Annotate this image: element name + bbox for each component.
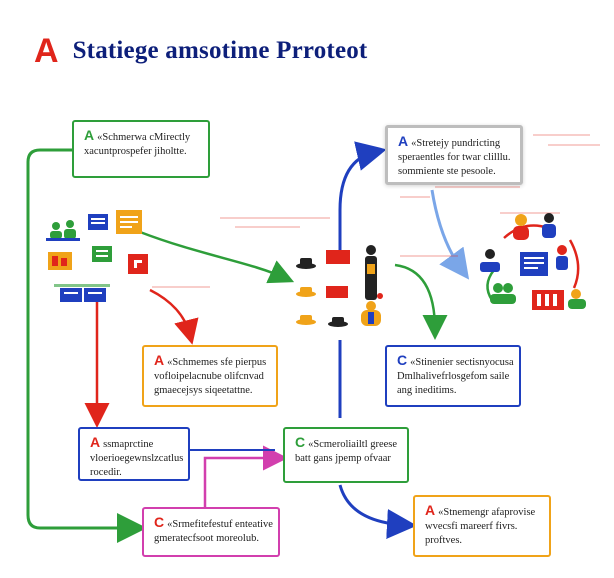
- box-heading: «Schmerwa cMirectly: [97, 132, 191, 143]
- box-heading: «Schmemes sfe pierpus: [167, 357, 267, 368]
- box-letter: A: [84, 127, 95, 143]
- box-scheroliail: C«Scmeroliailtl greese batt gans jpemp o…: [283, 427, 409, 483]
- box-letter: C: [154, 514, 165, 530]
- box-heading: «Scmeroliailtl greese: [308, 439, 398, 450]
- box-line: wvecsfi mareerf fivrs.: [425, 521, 518, 532]
- page-header: A Statiege amsotime Prroteot: [34, 34, 367, 68]
- box-letter: A: [398, 133, 409, 149]
- connector-magenta: [203, 445, 288, 500]
- center-icon-cluster: [288, 240, 388, 332]
- box-approvise: A«Stnemengr afaprovise wvecsfi mareerf f…: [413, 495, 551, 557]
- box-line: vloerioegewnslzcatlus: [90, 453, 184, 464]
- right-workflow-cluster: [474, 210, 592, 320]
- box-line: gmeratecfsoot moreolub.: [154, 533, 259, 544]
- box-letter: C: [295, 434, 306, 450]
- workflow-icon: [480, 213, 586, 310]
- connector-green-left: [26, 148, 147, 543]
- box-line: Dmlhalivefrlosgefom saile: [397, 371, 510, 382]
- box-strategy-predicting: A«Stretejy pundricting speraentles for t…: [385, 125, 523, 185]
- connector-lightblue: [430, 189, 470, 280]
- connector-green-mid: [139, 230, 295, 284]
- left-icon-cluster: [44, 208, 154, 308]
- box-letter: C: [397, 352, 408, 368]
- connector-red-diag: [149, 288, 199, 345]
- box-letter: A: [425, 502, 436, 518]
- box-heading: «Stinenier sectisnyocusa: [410, 357, 514, 368]
- box-line: speraentles for twar clilllu.: [398, 152, 511, 163]
- box-refitefestuf: C«Srmefitefestuf enteative gmeratecfsoot…: [142, 507, 280, 557]
- box-line: rocedir.: [90, 467, 122, 478]
- box-line: xacuntprospefer jiholtte.: [84, 146, 187, 157]
- box-letter: A: [90, 434, 101, 450]
- page-title: Statiege amsotime Prroteot: [72, 37, 368, 64]
- document-icon: [46, 210, 148, 302]
- box-line: batt gans jpemp ofvaar: [295, 453, 391, 464]
- connector-blue-up: [338, 141, 387, 255]
- hat-icon: [296, 245, 383, 327]
- box-heading: «Stnemengr afaprovise: [438, 507, 536, 518]
- box-line: vofloipelacnube olifcnvad: [154, 371, 264, 382]
- logo-letter: A: [34, 32, 59, 70]
- box-heading: ssmaprctine: [103, 439, 154, 450]
- box-letter: A: [154, 352, 165, 368]
- box-schema-directly: A«Schmerwa cMirectly xacuntprospefer jih…: [72, 120, 210, 178]
- box-line: gmaecejsys siqeetattne.: [154, 385, 253, 396]
- box-line: sommiente ste pesoole.: [398, 166, 496, 177]
- box-section-focus: C«Stinenier sectisnyocusa Dmlhalivefrlos…: [385, 345, 521, 407]
- box-schemes-purpose: A«Schmemes sfe pierpus vofloipelacnube o…: [142, 345, 278, 407]
- box-heading: «Stretejy pundricting: [411, 138, 501, 149]
- box-line: ang ineditims.: [397, 385, 457, 396]
- connector-green-b4: [394, 263, 448, 340]
- decor-dashes: [152, 134, 600, 288]
- box-line: proftves.: [425, 535, 463, 546]
- connector-blue-b8: [338, 484, 417, 539]
- box-heading: «Srmefitefestuf enteative: [167, 519, 273, 530]
